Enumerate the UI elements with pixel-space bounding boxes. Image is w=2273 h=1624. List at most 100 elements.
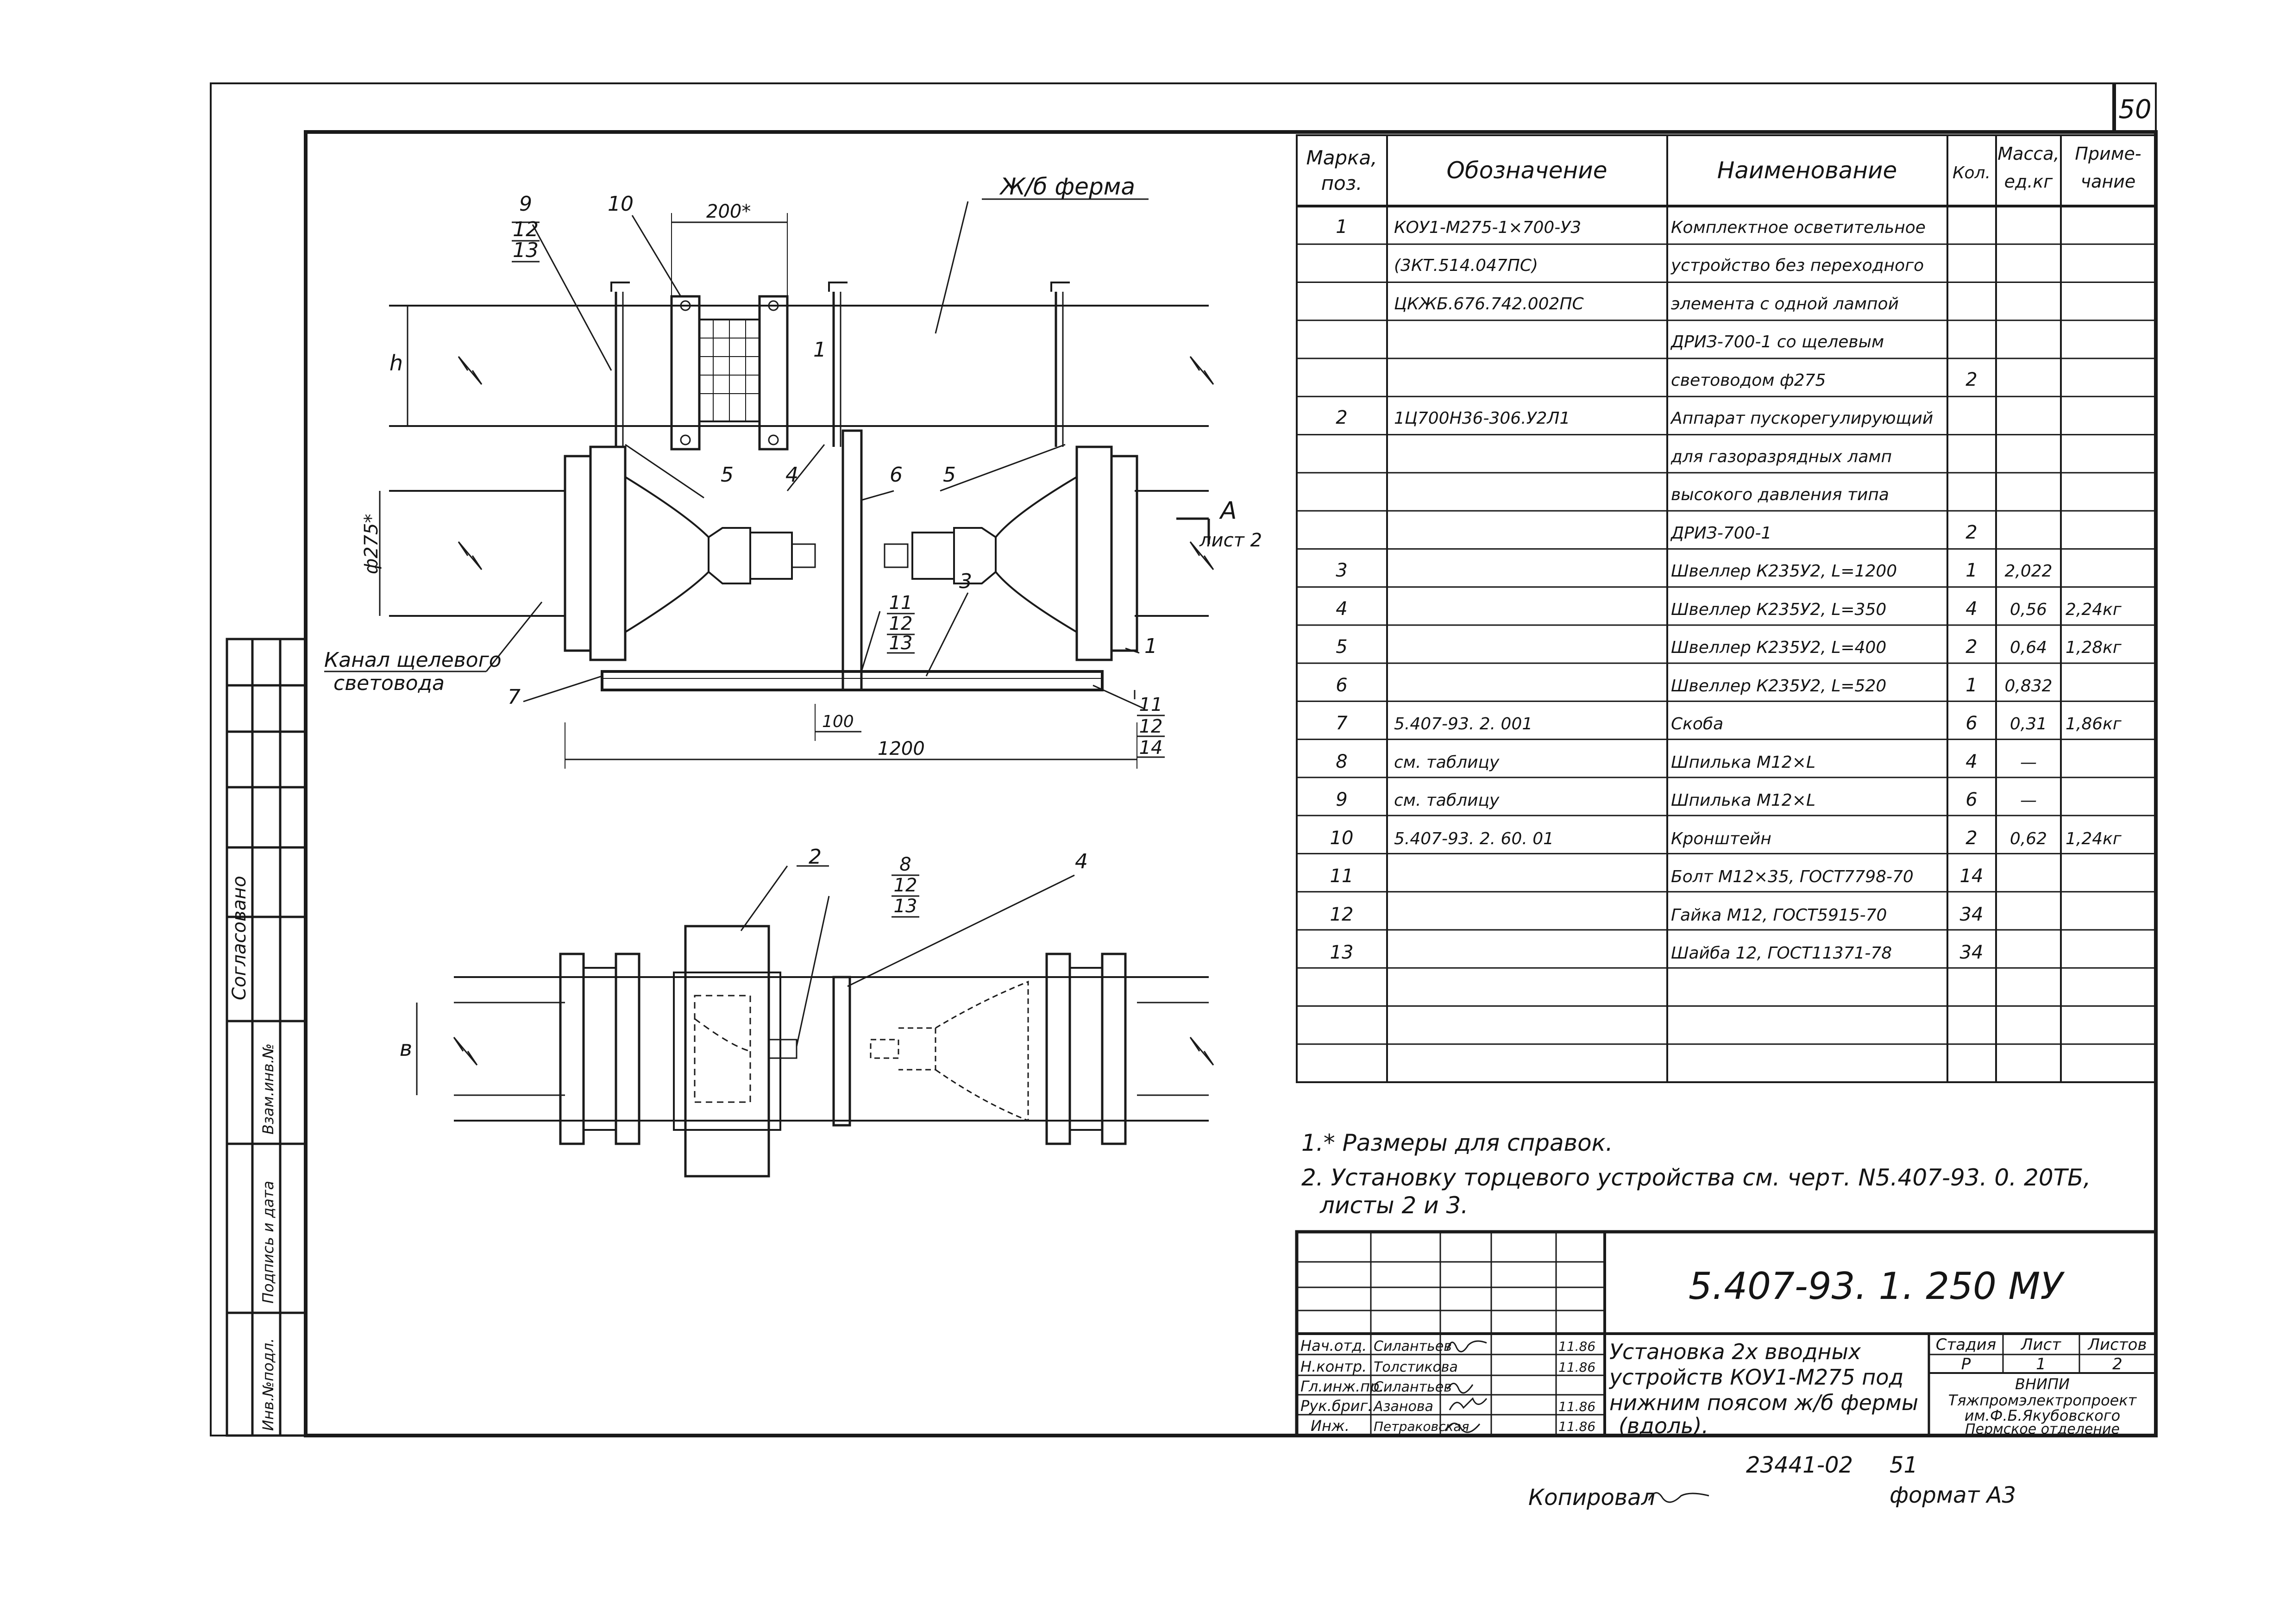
truss-label: Ж/б ферма	[999, 173, 1135, 200]
side-stamp	[226, 638, 307, 1437]
top-view-labels: Ж/б ферма Канал щелевого световода 200* …	[324, 173, 1262, 759]
signature-name: Силантьев	[1374, 1379, 1452, 1395]
row-mark: 6	[1336, 675, 1347, 696]
title-line-4: (вдоль).	[1619, 1413, 1708, 1438]
row-designation: (3КТ.514.047ПС)	[1394, 256, 1538, 275]
channel-label-2: световода	[333, 671, 445, 695]
row-designation: 1Ц700Н36-306.У2Л1	[1394, 409, 1570, 428]
row-mark: 2	[1336, 407, 1347, 428]
signature-role: Гл.инж.пр.	[1300, 1378, 1384, 1395]
callout-12b: 12	[889, 613, 913, 634]
table-row: 4 Швеллер К235У2, L=350 4 0,56 2,24кг	[1336, 598, 2122, 620]
archive-page: 51	[1890, 1452, 1918, 1478]
row-qty: 6	[1965, 789, 1977, 810]
callout-2: 2	[809, 845, 822, 869]
header-qty: Кол.	[1953, 163, 1990, 182]
row-mark: 10	[1330, 828, 1354, 849]
section-ref: лист 2	[1199, 530, 1262, 551]
copied-label: Копировал	[1528, 1485, 1655, 1511]
callout-3: 3	[959, 570, 972, 593]
sheet-number: 50	[2118, 94, 2151, 125]
row-name: Комплектное осветительное	[1671, 218, 1926, 237]
row-name: Гайка М12, ГОСТ5915-70	[1671, 906, 1887, 925]
dim-1200-label: 1200	[878, 738, 925, 759]
row-mass: —	[2020, 753, 2037, 772]
callout-9: 9	[519, 192, 532, 216]
row-mark: 1	[1336, 216, 1347, 238]
side-agreed: Согласовано	[229, 876, 250, 1000]
row-designation: 5.407-93. 2. 60. 01	[1394, 829, 1554, 848]
row-name: Швеллер К235У2, L=350	[1671, 600, 1886, 619]
copier-signature	[1648, 1492, 1709, 1503]
table-row: ДРИЗ-700-1 со щелевым	[1670, 332, 1884, 351]
table-row: 10 5.407-93. 2. 60. 01 Кронштейн 2 0,62 …	[1330, 828, 2122, 849]
title-line-1: Установка 2х вводных	[1609, 1339, 1861, 1364]
row-qty: 2	[1965, 828, 1977, 849]
row-qty: 14	[1960, 865, 1984, 887]
row-designation: КОУ1-М275-1×700-У3	[1394, 218, 1581, 237]
row-designation: ЦКЖБ.676.742.002ПС	[1394, 295, 1584, 314]
row-qty: 2	[1965, 522, 1977, 543]
stage-header: Стадия	[1936, 1336, 1996, 1354]
org-line-3: им.Ф.Б.Якубовского	[1965, 1407, 2121, 1424]
org-line-2: Тяжпромэлектропроект	[1948, 1392, 2137, 1409]
signature-rows: Нач.отд. Силантьев 11.86 Н.контр. Толсти…	[1300, 1337, 1595, 1435]
row-mark: 13	[1330, 942, 1354, 963]
row-qty: 2	[1965, 636, 1977, 658]
row-name: Болт М12×35, ГОСТ7798-70	[1671, 867, 1914, 886]
header-designation: Обозначение	[1447, 157, 1607, 184]
callout-12: 12	[513, 218, 539, 241]
row-name: Шайба 12, ГОСТ11371-78	[1671, 944, 1892, 963]
spec-table: Марка, поз. Обозначение Наименование Кол…	[1296, 134, 2157, 1083]
table-row: для газоразрядных ламп	[1670, 447, 1892, 466]
row-mark: 12	[1330, 904, 1354, 925]
row-name: для газоразрядных ламп	[1670, 447, 1892, 466]
table-row: 7 5.407-93. 2. 001 Скоба 6 0,31 1,86кг	[1336, 713, 2122, 734]
callout-13b: 13	[889, 633, 913, 654]
callout-5b: 5	[943, 463, 956, 487]
callout-5: 5	[721, 463, 734, 487]
header-mark-1: Марка,	[1306, 146, 1377, 169]
callout-4: 4	[785, 463, 798, 487]
callout-7: 7	[508, 685, 521, 709]
table-row: (3КТ.514.047ПС) устройство без переходно…	[1394, 256, 1924, 275]
table-row: 13 Шайба 12, ГОСТ11371-78 34	[1330, 942, 1984, 963]
drawing-code: 5.407-93. 1. 250 МУ	[1689, 1265, 2065, 1308]
table-row: 1 КОУ1-М275-1×700-У3 Комплектное осветит…	[1336, 216, 1926, 238]
note-3: листы 2 и 3.	[1319, 1192, 1468, 1219]
row-name: элемента с одной лампой	[1671, 295, 1899, 314]
spec-header: Марка, поз. Обозначение Наименование Кол…	[1306, 144, 2141, 194]
notes: 1.* Размеры для справок. 2. Установку то…	[1301, 1129, 2091, 1219]
row-mark: 11	[1330, 865, 1354, 887]
row-mass: 0,56	[2010, 600, 2047, 619]
row-note: 2,24кг	[2066, 600, 2122, 619]
row-mark: 4	[1336, 598, 1347, 620]
signature-role: Рук.бриг.	[1300, 1397, 1373, 1415]
side-sign-date: Подпись и дата	[259, 1181, 277, 1304]
dim-100-label: 100	[822, 712, 854, 731]
callout-4b: 4	[1075, 850, 1088, 873]
row-note: 1,86кг	[2066, 715, 2122, 734]
table-row: 2 1Ц700Н36-306.У2Л1 Аппарат пускорегулир…	[1336, 407, 1933, 428]
signature-name: Силантьев	[1374, 1338, 1452, 1354]
row-name: ДРИЗ-700-1	[1670, 524, 1771, 543]
row-name: Кронштейн	[1671, 829, 1771, 848]
row-designation: см. таблицу	[1394, 791, 1500, 810]
signature-name: Петраковская	[1374, 1419, 1469, 1434]
row-mass: —	[2020, 791, 2037, 810]
row-mark: 5	[1336, 636, 1347, 658]
header-note-1: Приме-	[2075, 144, 2141, 164]
format-label: формат А3	[1890, 1482, 2016, 1508]
row-mass: 0,64	[2010, 638, 2047, 657]
dim-275-label: ф275*	[361, 514, 382, 574]
footer: 23441-02 51 Копировал формат А3	[1528, 1452, 2016, 1511]
header-mass-2: ед.кг	[2004, 171, 2053, 192]
table-row: световодом ф275 2	[1671, 369, 1978, 390]
table-row: ЦКЖБ.676.742.002ПС элемента с одной ламп…	[1394, 295, 1899, 314]
dim-h-label: h	[389, 351, 403, 376]
table-row: 5 Швеллер К235У2, L=400 2 0,64 1,28кг	[1336, 636, 2122, 658]
row-name: Скоба	[1671, 715, 1723, 734]
note-1: 1.* Размеры для справок.	[1301, 1129, 1613, 1156]
callout-11b: 11	[1139, 694, 1163, 715]
row-name: Шпилька М12×L	[1671, 753, 1815, 772]
